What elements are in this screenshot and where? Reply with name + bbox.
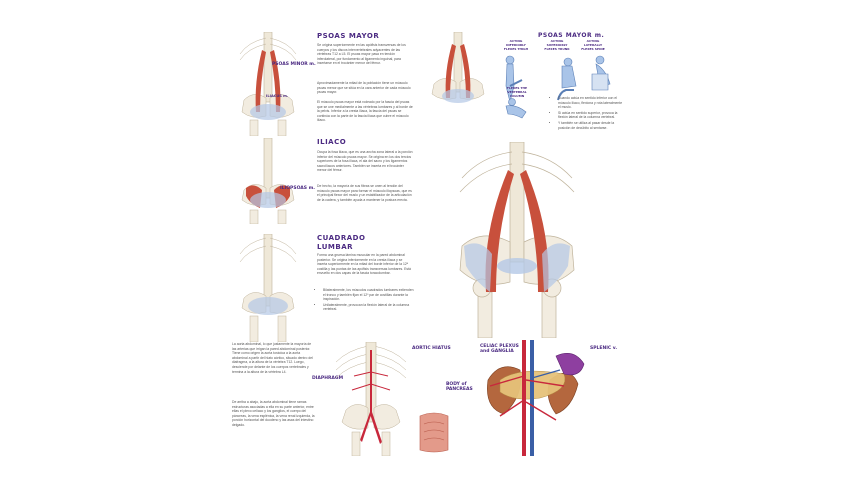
psoas-action-bullets: Cuando actúa en sentido inferior con el … (552, 96, 624, 131)
iliopsoas-label: ILIOPSOAS m. (280, 186, 315, 191)
celiac-organs-illustration (487, 340, 585, 456)
psoas-action-heading: PSOAS MAYOR m. (538, 32, 605, 39)
cuadrado-heading-line-1: CUADRADO (317, 234, 366, 242)
psoas-action-bullet-1: Cuando actúa en sentido inferior con el … (558, 96, 624, 110)
iliaco-paragraph-2: De hecho, la mayoría de sus fibras se un… (317, 184, 412, 202)
cuadrado-bullets: Bilateralmente, los músculos cuadrados l… (317, 288, 415, 313)
acting-superiorly-label: ACTING SUPERIORLY FLEXES TRUNK (544, 39, 570, 51)
psoas-action-bullet-2: Si actúa en sentido superior, provoca la… (558, 111, 624, 120)
psoas-mayor-paragraph-1: Se origina superiormente en las apófisis… (317, 43, 406, 66)
psoas-action-skeleton (431, 32, 485, 103)
cuadrado-bullet-1: Bilateralmente, los músculos cuadrados l… (323, 288, 415, 302)
psoas-minor-label: PSOAS MINOR m. (272, 62, 316, 67)
cuadrado-skeleton-illustration (239, 234, 297, 342)
splenic-vein-label: SPLENIC v. (590, 346, 618, 351)
iliacus-label: ILIACUS m. (266, 94, 289, 98)
psoas-action-bullet-3: Y también se utiliza al pasar desde la p… (558, 121, 624, 130)
flexes-column-label: FLEXES THE VERTEBRAL COLUMN (506, 86, 528, 98)
acting-inferiorly-label: ACTING INFERIORLY FLEXES THIGH (503, 39, 529, 51)
intestine-illustration (419, 412, 449, 453)
document-page: PSOAS MINOR m. ILIACUS m. PSOAS MAYOR Se… (226, 26, 624, 458)
aorta-skeleton-illustration (335, 342, 407, 456)
celiac-plexus-label: CELIAC PLEXUS and GANGLIA (480, 344, 519, 354)
iliaco-paragraph-1: Ocupa la fosa ilíaca, que es una ancha z… (317, 150, 413, 173)
diaphragm-label: DIAPHRAGM (312, 376, 344, 381)
psoas-action-sketches (505, 55, 611, 119)
psoas-mayor-paragraph-3: El músculo psoas mayor está rodeado por … (317, 100, 413, 123)
pelvis-psoas-illustration (459, 142, 575, 338)
pancreas-label: BODY of PANCREAS (446, 382, 473, 392)
psoas-skeleton-illustration (239, 32, 297, 136)
cuadrado-bullet-2: Unilateralmente, provocan la flexión lat… (323, 303, 415, 312)
aorta-paragraph-2: De arriba a abajo, la aorta abdominal ti… (232, 400, 315, 427)
acting-laterally-label: ACTING LATERALLY FLEXES SPINE (581, 39, 605, 51)
psoas-mayor-paragraph-2: Aproximadamente la mitad de la población… (317, 81, 411, 95)
aorta-paragraph-1: La aorta abdominal, lo que justamente la… (232, 342, 313, 374)
cuadrado-paragraph-1: Forma una gruesa lámina muscular en la p… (317, 253, 411, 276)
cuadrado-heading-line-2: LUMBAR (317, 243, 354, 251)
iliaco-skeleton-illustration (241, 138, 295, 224)
psoas-mayor-heading: PSOAS MAYOR (317, 32, 380, 40)
aortic-hiatus-label: AORTIC HIATUS (412, 346, 451, 351)
iliaco-heading: ILIACO (317, 138, 347, 146)
